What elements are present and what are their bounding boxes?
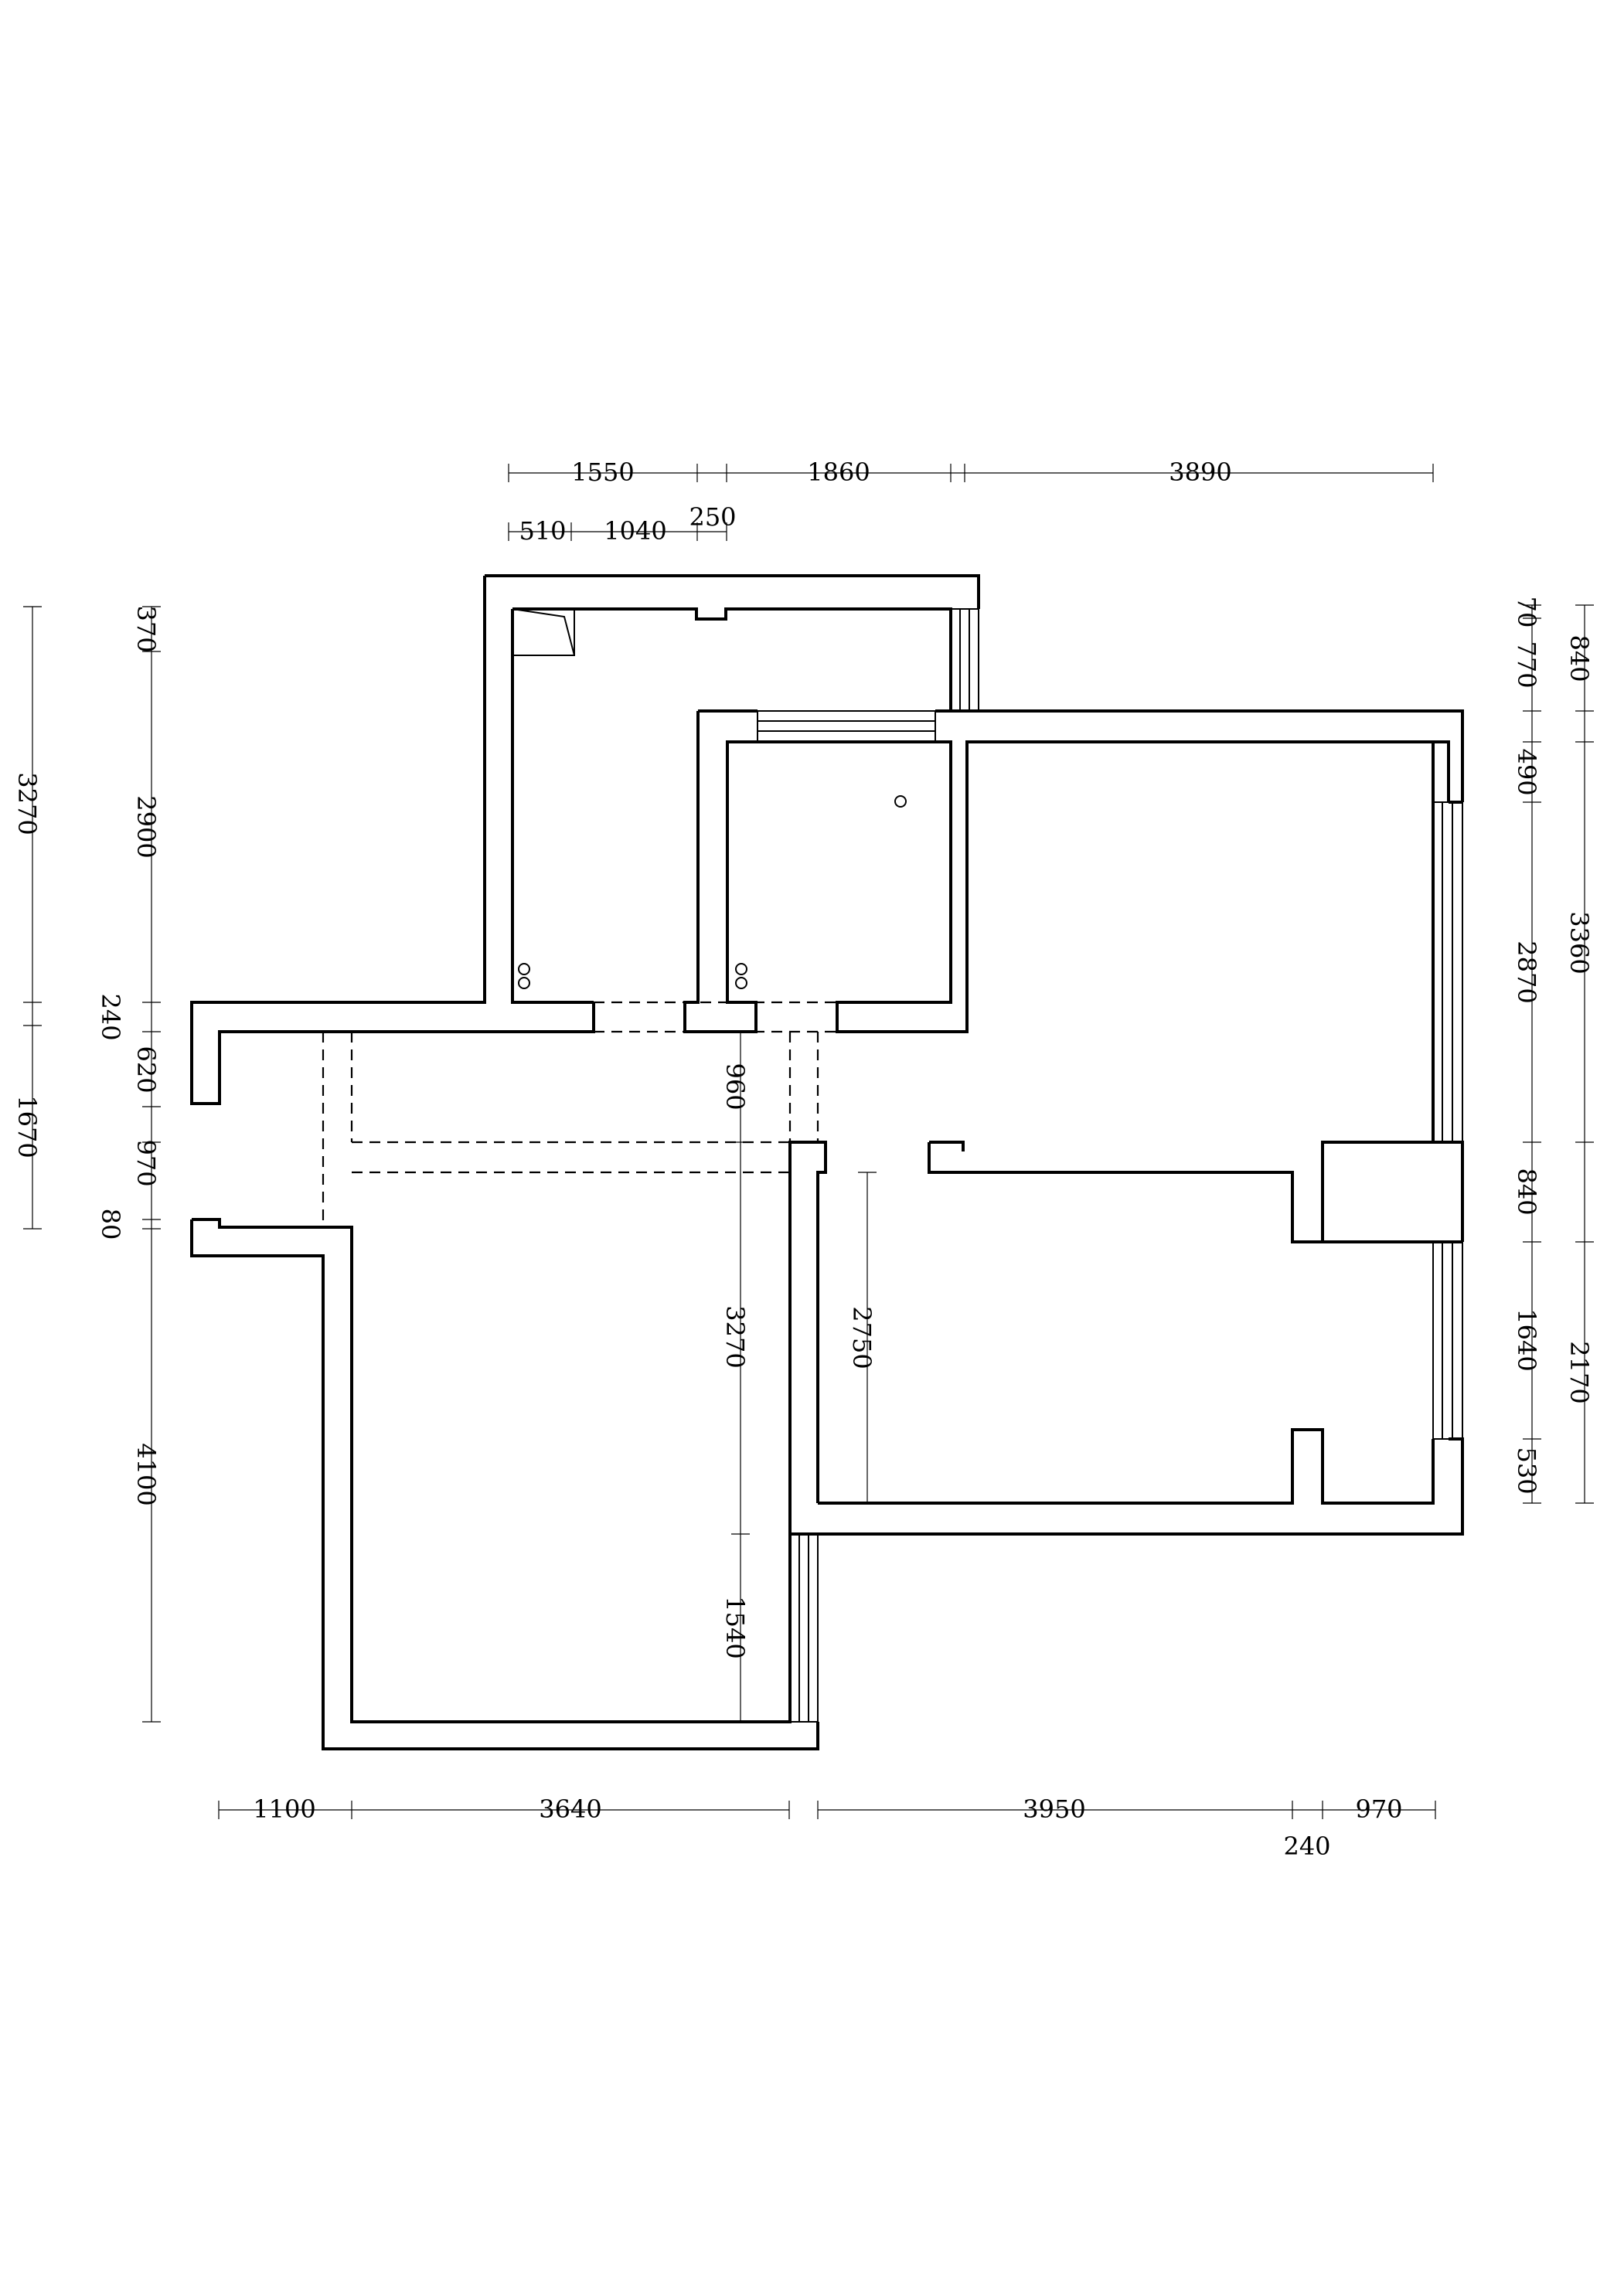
dim-center-1540: 1540 <box>720 1596 750 1658</box>
dim-right-2870: 2870 <box>1512 941 1541 1003</box>
dim-top-510: 510 <box>519 516 566 546</box>
dim-right-840: 840 <box>1512 1168 1541 1215</box>
walls <box>190 574 1464 1750</box>
dim-top-3890: 3890 <box>1169 457 1231 487</box>
dim-left-3270: 3270 <box>12 772 42 835</box>
dim-top-250: 250 <box>689 502 736 532</box>
dim-right-2170: 2170 <box>1564 1341 1594 1403</box>
dim-left-620: 620 <box>131 1046 161 1093</box>
dimension-lines <box>23 464 1594 1819</box>
dim-left-240: 240 <box>96 993 125 1040</box>
dim-bottom-970: 970 <box>1355 1794 1402 1824</box>
dim-center-960: 960 <box>720 1063 750 1110</box>
dim-right-840-outer: 840 <box>1564 634 1594 682</box>
dim-right-1640: 1640 <box>1512 1308 1541 1371</box>
dimension-labels: 1550 1860 3890 510 1040 250 3270 1670 37… <box>12 457 1594 1861</box>
dim-bottom-3950: 3950 <box>1023 1794 1085 1824</box>
dim-left-80: 80 <box>96 1209 125 1240</box>
dim-right-530: 530 <box>1512 1447 1541 1494</box>
dim-left-2900: 2900 <box>131 795 161 858</box>
dim-top-1040: 1040 <box>604 516 666 546</box>
dim-right-3360: 3360 <box>1564 911 1594 974</box>
windows <box>757 608 1463 1723</box>
dim-left-1670: 1670 <box>12 1095 42 1158</box>
dim-bottom-3640: 3640 <box>539 1794 601 1824</box>
dim-left-4100: 4100 <box>131 1443 161 1505</box>
dim-right-770: 770 <box>1512 641 1541 688</box>
dim-top-1860: 1860 <box>807 457 870 487</box>
dim-bottom-240: 240 <box>1283 1832 1330 1861</box>
dim-top-1550: 1550 <box>571 457 634 487</box>
dim-left-970: 970 <box>131 1139 161 1186</box>
dim-right-490: 490 <box>1512 748 1541 795</box>
dim-center-3270: 3270 <box>720 1305 750 1368</box>
dim-right-70: 70 <box>1512 597 1541 628</box>
dim-center-2750: 2750 <box>847 1306 877 1369</box>
dim-left-370: 370 <box>131 605 161 652</box>
fixtures <box>518 795 907 989</box>
dim-bottom-1100: 1100 <box>253 1794 315 1824</box>
dashed-openings <box>322 1001 837 1227</box>
